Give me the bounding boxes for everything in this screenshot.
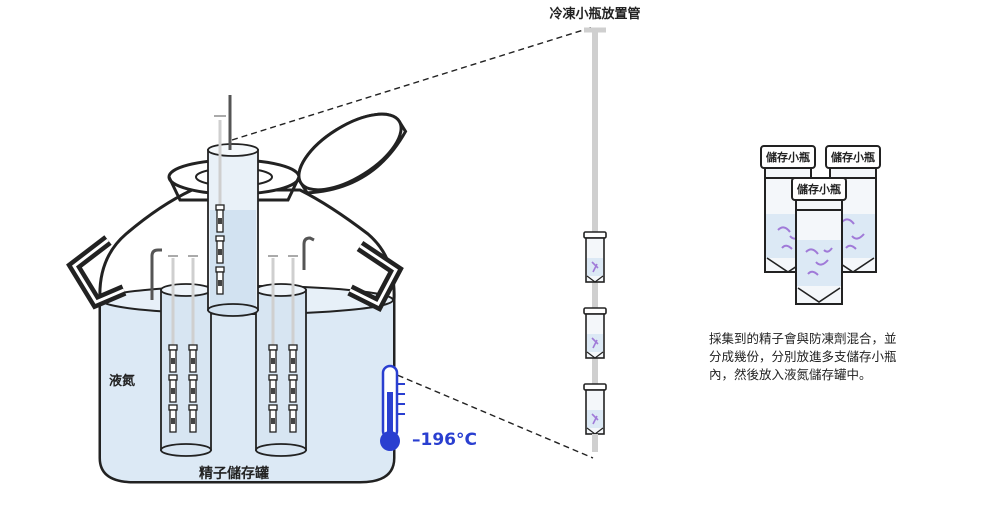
description-line-2: 分成幾份，分別放進多支儲存小瓶	[709, 349, 897, 364]
canister-center	[207, 95, 259, 317]
description-text: 採集到的精子會與防凍劑混合，並 分成幾份，分別放進多支儲存小瓶 內，然後放入液氮…	[709, 330, 949, 384]
vial-label-back-right: 儲存小瓶	[830, 150, 875, 164]
description-line-1: 採集到的精子會與防凍劑混合，並	[709, 331, 897, 346]
vial-label-front: 儲存小瓶	[796, 182, 841, 196]
tank-lid	[297, 112, 408, 195]
description-line-3: 內，然後放入液氮儲存罐中。	[709, 367, 872, 382]
temperature-label: –196°C	[412, 430, 477, 450]
cryovial-2	[583, 307, 607, 359]
cryovial-holding-tube	[583, 27, 607, 452]
nitrogen-label: 液氮	[109, 373, 135, 389]
cryovial-3	[583, 383, 607, 435]
canister-left	[150, 248, 212, 457]
tank-label: 精子儲存罐	[199, 465, 269, 482]
storage-vials-illustration: 儲存小瓶 儲存小瓶 儲存小瓶	[760, 145, 881, 305]
storage-vial-front: 儲存小瓶	[791, 177, 847, 305]
thermometer-icon	[380, 364, 405, 451]
vial-label-back-left: 儲存小瓶	[765, 150, 810, 164]
tube-title: 冷凍小瓶放置管	[549, 6, 640, 22]
canister-right	[255, 236, 315, 457]
cryovial-1	[583, 231, 607, 283]
liquid-nitrogen	[101, 300, 393, 481]
lead-line-top	[231, 26, 594, 141]
